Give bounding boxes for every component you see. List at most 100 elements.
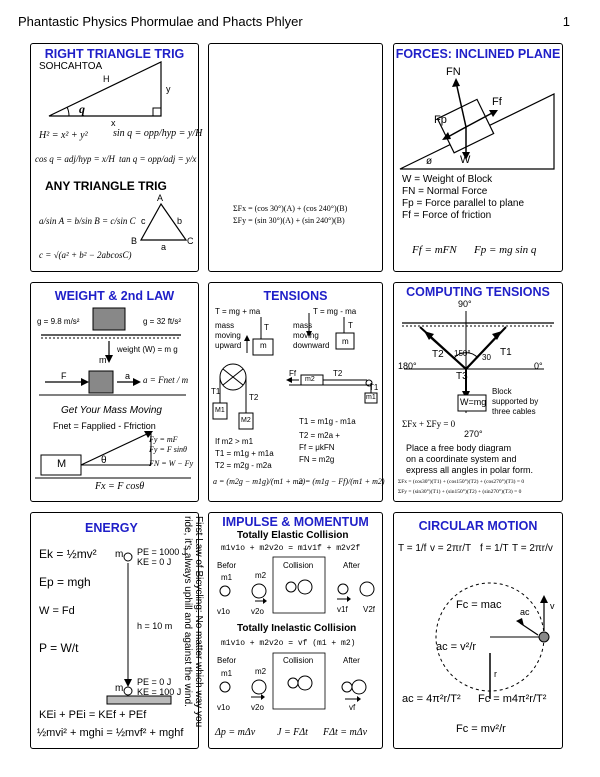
pulley-m2: M2: [241, 417, 251, 424]
table-accel: a = (m1g − Ff)/(m1 + m2): [299, 477, 385, 486]
mass-m-down: m: [342, 337, 349, 346]
atwood-line-2: T1 = m1g + m1a: [215, 449, 274, 458]
v-vector-label: v: [550, 601, 555, 611]
inelastic-equation: m1v1o + m2v2o = vf (m1 + m2): [221, 639, 356, 648]
accel-a-label: a: [125, 371, 131, 381]
potential-energy: Ep = mgh: [39, 575, 91, 589]
tensions-diagrams: [212, 313, 378, 430]
bicycling-side-note: First Law of Bicycling: No matter which …: [182, 516, 204, 728]
page-number: 1: [562, 14, 570, 29]
incline-angle-label: ø: [426, 156, 433, 167]
forces-legend-2: FN = Normal Force: [402, 186, 488, 197]
v2o-label: v2o: [251, 607, 264, 616]
computing-title: COMPUTING TENSIONS: [406, 285, 550, 299]
mass-m-up: m: [260, 341, 267, 350]
cos-formula: cos q = adj/hyp = x/H: [35, 154, 115, 164]
up-caption-1: mass: [215, 321, 235, 330]
table-m1: m1: [366, 394, 376, 401]
circular-card: CIRCULAR MOTION T = 1/f v = 2πr/T f = 1/…: [393, 512, 563, 749]
impulse-momentum-theorem: FΔt = mΔv: [323, 727, 368, 738]
m1-label-1: m1: [221, 573, 233, 582]
angle-270: 270°: [464, 429, 483, 439]
before-label-2: Befor: [217, 656, 237, 665]
m2-label-1: m2: [255, 571, 267, 580]
computing-fx: ΣFx = (cos30°)(T1) + (cos150°)(T2) + (co…: [398, 479, 525, 485]
pulley-t1: T1: [211, 387, 221, 396]
sum-fx-formula: ΣFx = (cos 30°)(A) + (cos 240°)(B): [233, 204, 348, 213]
vector-sum-card: ΣFx = (cos 30°)(A) + (cos 240°)(B) ΣFy =…: [208, 43, 383, 272]
elastic-equation: m1v1o + m2v2o = m1v1f + m2v2f: [221, 544, 361, 553]
circular-title: CIRCULAR MOTION: [418, 519, 538, 533]
elastic-title: Totally Elastic Collision: [237, 530, 349, 541]
tri-label-c: c: [141, 216, 146, 226]
frequency-formula: f = 1/T: [480, 543, 509, 554]
forces-card: FORCES: INCLINED PLANE FN Ff Fp W ø W = …: [393, 43, 563, 272]
weight-card: WEIGHT & 2nd LAW g = 9.8 m/s² g = 32 ft/…: [30, 282, 199, 502]
angle-q-label: q: [79, 102, 85, 116]
down-caption-3: downward: [293, 341, 330, 350]
block-w-label: W=mg: [460, 397, 487, 407]
energy-card: ENERGY Ek = ½mv² Ep = mgh W = Fd P = W/t…: [30, 512, 199, 749]
any-triangle-title: ANY TRIANGLE TRIG: [45, 179, 167, 193]
period-velocity-formula: T = 2πr/v: [512, 543, 553, 554]
forces-legend-1: W = Weight of Block: [402, 174, 493, 185]
inelastic-title: Totally Inelastic Collision: [237, 623, 357, 634]
angle-30: 30: [482, 353, 491, 362]
side-x-label: x: [111, 118, 116, 128]
tension-t-up: T: [264, 323, 269, 332]
t2-label: T2: [432, 349, 444, 360]
mass-moving-caption: Get Your Mass Moving: [61, 405, 162, 416]
block-caption-2: supported by: [492, 397, 539, 406]
velocity-formula: v = 2πr/T: [430, 543, 472, 554]
m1-label-2: m1: [221, 669, 233, 678]
newton-second-law: a = Fnet / m: [143, 375, 189, 385]
tension-down-formula: T = mg - ma: [313, 307, 357, 316]
trig-title: RIGHT TRIANGLE TRIG: [44, 47, 185, 61]
force-f-label: F: [61, 371, 67, 381]
angle-150: 150°: [454, 349, 471, 358]
table-line-4: FN = m2g: [299, 455, 335, 464]
mass-m-label: m: [99, 355, 107, 365]
atwood-line-1: If m2 > m1: [215, 437, 254, 446]
fn-label: FN: [446, 66, 461, 78]
centripetal-accel: ac = v²/r: [436, 641, 477, 653]
computing-fy: ΣFy = (sin30°)(T1) + (sin150°)(T2) + (si…: [398, 489, 522, 495]
side-h-label: H: [103, 74, 110, 84]
computing-card: COMPUTING TENSIONS 90° 180° 0° 150° 30 T…: [393, 282, 563, 502]
centripetal-force-velocity: Fc = mv²/r: [456, 723, 506, 735]
forces-legend-4: Ff = Force of friction: [402, 210, 492, 221]
friction-formula: Ff = mFN: [412, 244, 457, 256]
tan-formula: tan q = opp/adj = y/x: [119, 154, 197, 164]
trig-card: RIGHT TRIANGLE TRIG SOHCAHTOA H y x q H²…: [30, 43, 202, 272]
t3-label: T3: [456, 371, 468, 382]
sohcahtoa-label: SOHCAHTOA: [39, 61, 103, 72]
g-metric: g = 9.8 m/s²: [37, 317, 80, 326]
fx-component: Fx = F cosθ: [95, 481, 145, 492]
down-caption-1: mass: [293, 321, 313, 330]
centripetal-force-period: Fc = m4π²r/T²: [478, 693, 547, 705]
pulley-m1: M1: [215, 407, 225, 414]
bottom-ke: KE = 100 J: [137, 687, 182, 697]
computing-tensions-diagram: [402, 311, 554, 413]
tri-label-A: A: [157, 193, 164, 203]
right-triangle-diagram: [48, 61, 188, 241]
radius-label: r: [494, 669, 497, 679]
vf-label: vf: [349, 703, 356, 712]
side-y-label: y: [166, 84, 171, 94]
energy-drop-diagram: [106, 552, 172, 705]
conservation-1: KEi + PEi = KEf + PEf: [39, 709, 147, 721]
after-label-1: After: [343, 561, 360, 570]
fy-component: Fy = F sinθ: [149, 445, 187, 454]
top-pe: PE = 1000 J: [137, 547, 187, 557]
tri-label-b: b: [177, 216, 183, 226]
table-t2: T2: [333, 369, 343, 378]
tension-up-formula: T = mg + ma: [215, 307, 261, 316]
tri-label-a: a: [161, 242, 167, 252]
fy-mf-label: Fy = mF: [149, 435, 178, 444]
theta-label: θ: [101, 455, 107, 466]
angle-180: 180°: [398, 361, 417, 371]
sum-fy-formula: ΣFy = (sin 30°)(A) + (sin 240°)(B): [233, 216, 345, 225]
block-caption-3: three cables: [492, 407, 536, 416]
down-caption-2: moving: [293, 331, 319, 340]
table-ff: Ff: [289, 369, 297, 378]
